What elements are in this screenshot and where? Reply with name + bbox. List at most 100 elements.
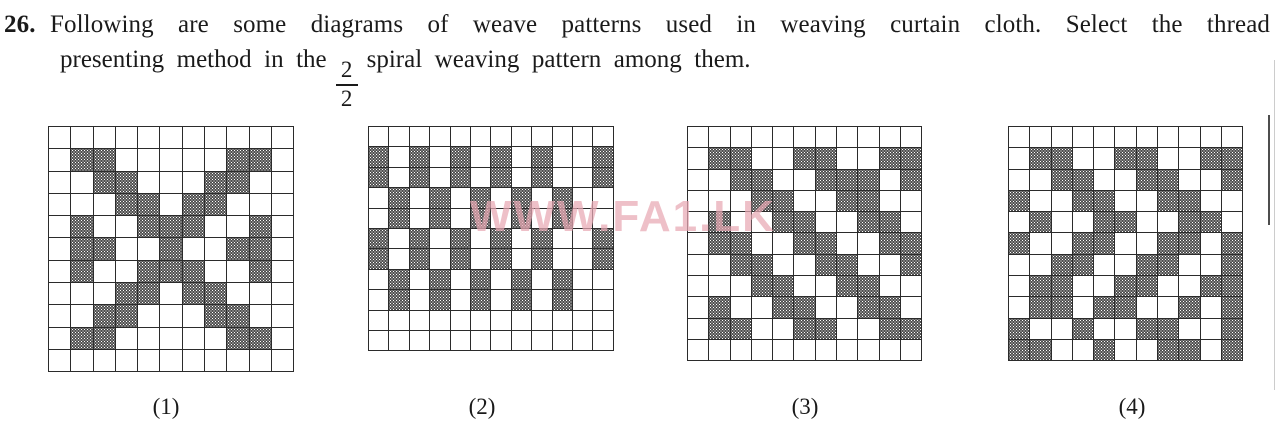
weave-cell — [1200, 127, 1222, 149]
option-label-1[interactable]: (1) — [152, 394, 180, 419]
weave-cell — [815, 233, 838, 255]
weave-pattern-3[interactable] — [687, 126, 923, 362]
weave-cell — [1115, 190, 1137, 213]
weave-cell — [572, 310, 594, 331]
weave-cell — [858, 212, 880, 234]
weave-cell — [115, 193, 139, 217]
weave-cell — [532, 310, 553, 331]
weave-cell — [430, 208, 451, 229]
weave-cell — [1072, 339, 1095, 362]
weave-cell — [1094, 190, 1116, 213]
weave-pattern-4[interactable] — [1008, 126, 1244, 362]
weave-cell — [879, 233, 901, 255]
weave-cell — [470, 127, 492, 148]
weave-cell — [450, 290, 471, 311]
weave-cell — [1072, 297, 1095, 319]
weave-cell — [227, 327, 250, 350]
weave-cell — [470, 167, 492, 189]
weave-cell — [115, 238, 139, 261]
weave-cell — [491, 228, 512, 250]
weave-cell — [593, 228, 614, 250]
weave-cell — [900, 233, 923, 255]
weave-cell — [572, 127, 594, 148]
weave-cell — [49, 305, 72, 328]
weave-grid-4 — [1008, 126, 1244, 362]
option-label-3[interactable]: (3) — [791, 394, 819, 419]
weave-cell — [271, 305, 295, 328]
weave-cell — [751, 339, 774, 362]
weave-cell — [369, 249, 390, 270]
weave-cell — [271, 283, 295, 306]
weave-cell — [1030, 297, 1052, 319]
weave-cell — [552, 208, 573, 229]
weave-cell — [369, 167, 390, 189]
weave-pattern-1[interactable] — [48, 126, 295, 373]
weave-pattern-2[interactable] — [368, 126, 614, 352]
weave-cell — [1115, 276, 1137, 298]
weave-cell — [837, 339, 859, 362]
weave-cell — [815, 254, 838, 277]
weave-cell — [93, 283, 116, 306]
weave-cell — [900, 169, 923, 191]
weave-cell — [593, 330, 614, 352]
weave-cell — [160, 238, 183, 261]
weave-cell — [93, 193, 116, 217]
weave-cell — [138, 127, 161, 150]
weave-cell — [773, 339, 795, 362]
weave-cell — [879, 148, 901, 170]
weave-cell — [93, 305, 116, 328]
option-label-4[interactable]: (4) — [1118, 394, 1146, 419]
weave-cell — [572, 208, 594, 229]
weave-cell — [1009, 190, 1031, 213]
weave-cell — [773, 276, 795, 298]
option-label-2[interactable]: (2) — [468, 394, 496, 419]
weave-cell — [593, 290, 614, 311]
weave-grid-3 — [687, 126, 923, 362]
weave-cell — [1094, 339, 1116, 362]
weave-cell — [879, 212, 901, 234]
weave-cell — [1179, 233, 1201, 255]
weave-cell — [709, 254, 731, 277]
weave-cell — [49, 349, 72, 373]
weave-cell — [1115, 318, 1137, 340]
weave-cell — [837, 190, 859, 213]
weave-cell — [773, 148, 795, 170]
weave-cell — [1115, 254, 1137, 277]
weave-cell — [138, 327, 161, 350]
weave-cell — [160, 305, 183, 328]
weave-cell — [858, 148, 880, 170]
weave-cell — [709, 148, 731, 170]
weave-cell — [71, 260, 94, 284]
weave-cell — [532, 208, 553, 229]
weave-cell — [205, 283, 228, 306]
weave-cell — [858, 339, 880, 362]
question-text-line-2-after: spiral weaving pattern among them. — [366, 46, 751, 73]
fraction-denominator: 2 — [340, 85, 353, 111]
weave-cell — [49, 216, 72, 239]
weave-cell — [369, 208, 390, 229]
weave-cell — [93, 238, 116, 261]
weave-cell — [794, 169, 816, 191]
weave-cell — [572, 249, 594, 270]
weave-cell — [1030, 169, 1052, 191]
weave-cell — [730, 148, 752, 170]
weave-cell — [71, 238, 94, 261]
weave-cell — [389, 127, 410, 148]
weave-cell — [1221, 148, 1244, 170]
weave-cell — [430, 290, 451, 311]
weave-cell — [491, 147, 512, 168]
weave-cell — [1179, 318, 1201, 340]
weave-cell — [49, 149, 72, 172]
weave-cell — [1009, 212, 1031, 234]
weave-cell — [552, 228, 573, 250]
weave-cell — [532, 249, 553, 270]
weave-cell — [470, 228, 492, 250]
weave-cell — [730, 254, 752, 277]
weave-cell — [1221, 339, 1244, 362]
weave-cell — [688, 190, 710, 213]
weave-cell — [93, 216, 116, 239]
weave-cell — [491, 330, 512, 352]
weave-cell — [1072, 233, 1095, 255]
weave-cell — [879, 318, 901, 340]
weave-cell — [593, 310, 614, 331]
